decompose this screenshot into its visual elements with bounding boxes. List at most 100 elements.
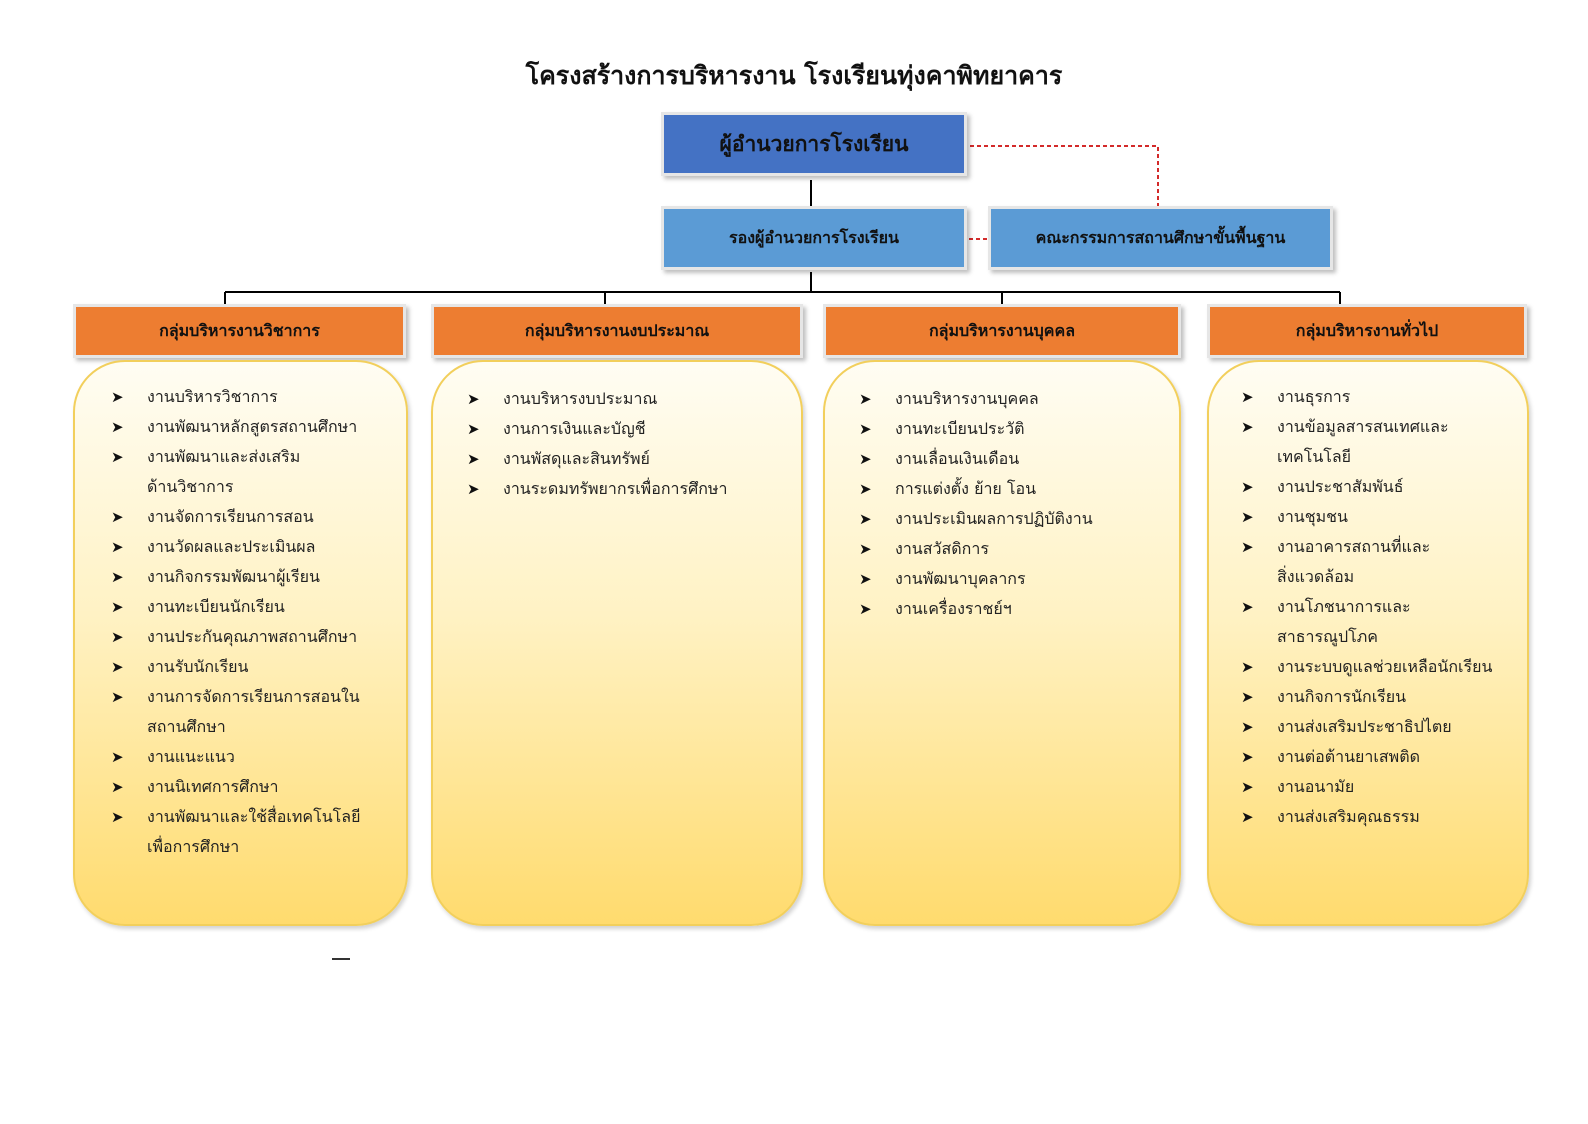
- arrowhead-bullet-icon: ➤: [1241, 418, 1254, 436]
- task-item-text: งานบริหารวิชาการ: [147, 387, 278, 406]
- arrowhead-bullet-icon: ➤: [111, 748, 124, 766]
- group-header-academic: กลุ่มบริหารงานวิชาการ: [73, 304, 406, 358]
- task-item-text: เพื่อการศึกษา: [147, 837, 240, 856]
- group-header-budget: กลุ่มบริหารงานงบประมาณ: [431, 304, 803, 358]
- task-item-text: งานนิเทศการศึกษา: [147, 777, 279, 796]
- arrowhead-bullet-icon: ➤: [859, 420, 872, 438]
- task-item-text: เทคโนโลยี: [1277, 447, 1352, 466]
- group-title: กลุ่มบริหารงานงบประมาณ: [524, 320, 710, 340]
- task-list-general: ➤ งานธุรการ ➤ งานข้อมูลสารสนเทศและเทคโนโลยี…: [1237, 382, 1517, 832]
- task-item: ➤งานทะเบียนนักเรียน: [107, 592, 392, 622]
- arrowhead-bullet-icon: ➤: [1241, 598, 1254, 616]
- task-item: ➤งานอนามัย: [1237, 772, 1517, 802]
- task-item-text: งานบริหารงานบุคคล: [895, 389, 1039, 408]
- task-item: ➤งานกิจกรรมพัฒนาผู้เรียน: [107, 562, 392, 592]
- task-item: ➤ งานการเงินและบัญชี: [463, 414, 787, 444]
- task-item: ➤งานทะเบียนประวัติ: [855, 414, 1165, 444]
- arrowhead-bullet-icon: ➤: [111, 778, 124, 796]
- task-item: ➤งานประชาสัมพันธ์: [1237, 472, 1517, 502]
- task-item-text: การแต่งตั้ง ย้าย โอน: [895, 479, 1037, 498]
- arrowhead-bullet-icon: ➤: [859, 540, 872, 558]
- task-item: ➤ งานโภชนาการและสาธารณูปโภค: [1237, 592, 1517, 652]
- arrowhead-bullet-icon: ➤: [1241, 388, 1254, 406]
- task-item: ➤ การแต่งตั้ง ย้าย โอน: [855, 474, 1165, 504]
- task-item: ➤งานอาคารสถานที่และสิ่งแวดล้อม: [1237, 532, 1517, 592]
- director-label: ผู้อำนวยการโรงเรียน: [719, 131, 909, 156]
- chart-title: โครงสร้างการบริหารงาน โรงเรียนทุ่งคาพิทย…: [525, 61, 1063, 90]
- arrowhead-bullet-icon: ➤: [111, 688, 124, 706]
- arrowhead-bullet-icon: ➤: [1241, 658, 1254, 676]
- school-board-label: คณะกรรมการสถานศึกษาขั้นพื้นฐาน: [1035, 227, 1286, 247]
- task-item: ➤ งานจัดการเรียนการสอน: [107, 502, 392, 532]
- task-item-text: งานต่อต้านยาเสพติด: [1277, 747, 1420, 766]
- task-item-text: งานการจัดการเรียนการสอนใน: [147, 687, 360, 706]
- group-panel-personnel: ➤งานบริหารงานบุคคล➤งานทะเบียนประวัติ➤งาน…: [823, 360, 1181, 926]
- task-item: ➤ งานประเมินผลการปฏิบัติงาน: [855, 504, 1165, 534]
- task-item-text: งานรับนักเรียน: [147, 657, 249, 676]
- task-item-text: งานเลื่อนเงินเดือน: [895, 449, 1020, 468]
- task-item-text: งานการเงินและบัญชี: [503, 419, 646, 438]
- task-item: ➤งานกิจการนักเรียน: [1237, 682, 1517, 712]
- arrowhead-bullet-icon: ➤: [859, 570, 872, 588]
- task-item-text: งานวัดผลและประเมินผล: [147, 537, 316, 556]
- task-item: ➤งานระดมทรัพยากรเพื่อการศึกษา: [463, 474, 787, 504]
- arrowhead-bullet-icon: ➤: [111, 538, 124, 556]
- task-item-text: งานกิจการนักเรียน: [1277, 687, 1407, 706]
- task-item-text: งานส่งเสริมประชาธิปไตย: [1277, 717, 1452, 736]
- stray-dash-mark: [332, 958, 350, 960]
- arrowhead-bullet-icon: ➤: [859, 480, 872, 498]
- task-item: ➤งานแนะแนว: [107, 742, 392, 772]
- task-item-text: งานอนามัย: [1277, 777, 1355, 796]
- group-header-general: กลุ่มบริหารงานทั่วไป: [1207, 304, 1527, 358]
- task-item: ➤งานประกันคุณภาพสถานศึกษา: [107, 622, 392, 652]
- arrowhead-bullet-icon: ➤: [111, 388, 124, 406]
- arrowhead-bullet-icon: ➤: [1241, 808, 1254, 826]
- task-item: ➤ งานพัฒนาบุคลากร: [855, 564, 1165, 594]
- arrowhead-bullet-icon: ➤: [111, 598, 124, 616]
- arrowhead-bullet-icon: ➤: [859, 390, 872, 408]
- group-panel-general: ➤ งานธุรการ ➤ งานข้อมูลสารสนเทศและเทคโนโลยี…: [1207, 360, 1529, 926]
- arrowhead-bullet-icon: ➤: [859, 510, 872, 528]
- task-item-text: งานประกันคุณภาพสถานศึกษา: [147, 627, 358, 646]
- task-item: ➤ งานระบบดูแลช่วยเหลือนักเรียน: [1237, 652, 1517, 682]
- task-item-text: สิ่งแวดล้อม: [1277, 567, 1355, 586]
- deputy-director-box: รองผู้อำนวยการโรงเรียน: [661, 206, 967, 270]
- task-list-budget: ➤งานบริหารงบประมาณ➤งานการเงินและบัญชี➤งา…: [463, 384, 787, 504]
- arrowhead-bullet-icon: ➤: [467, 480, 480, 498]
- group-title: กลุ่มบริหารงานทั่วไป: [1295, 320, 1439, 340]
- task-item-text: ด้านวิชาการ: [147, 477, 234, 496]
- task-item: ➤ งานส่งเสริมประชาธิปไตย: [1237, 712, 1517, 742]
- arrowhead-bullet-icon: ➤: [467, 420, 480, 438]
- arrowhead-bullet-icon: ➤: [111, 568, 124, 586]
- task-item: ➤ งานนิเทศการศึกษา: [107, 772, 392, 802]
- task-item-text: งานระบบดูแลช่วยเหลือนักเรียน: [1277, 657, 1493, 676]
- task-item-text: งานจัดการเรียนการสอน: [147, 507, 314, 526]
- arrowhead-bullet-icon: ➤: [1241, 718, 1254, 736]
- task-item-text: งานบริหารงบประมาณ: [503, 389, 658, 408]
- task-item: ➤งานเครื่องราชย์ฯ: [855, 594, 1165, 624]
- arrowhead-bullet-icon: ➤: [1241, 538, 1254, 556]
- task-item-text: งานชุมชน: [1277, 507, 1348, 526]
- school-board-box: คณะกรรมการสถานศึกษาขั้นพื้นฐาน: [988, 206, 1333, 270]
- arrowhead-bullet-icon: ➤: [111, 418, 124, 436]
- task-item-text: งานข้อมูลสารสนเทศและ: [1277, 417, 1449, 436]
- task-item: ➤งานพัฒนาและใช้สื่อเทคโนโลยีเพื่อการศึกษ…: [107, 802, 392, 862]
- task-item: ➤งานพัฒนาหลักสูตรสถานศึกษา: [107, 412, 392, 442]
- group-title: กลุ่มบริหารงานบุคคล: [928, 320, 1075, 340]
- task-item-text: สถานศึกษา: [147, 717, 226, 736]
- task-item: ➤งานบริหารงบประมาณ: [463, 384, 787, 414]
- task-item: ➤งานเลื่อนเงินเดือน: [855, 444, 1165, 474]
- group-panel-academic: ➤ งานบริหารวิชาการ ➤งานพัฒนาหลักสูตรสถานศึ…: [73, 360, 408, 926]
- task-item-text: งานโภชนาการและ: [1277, 597, 1411, 616]
- arrowhead-bullet-icon: ➤: [111, 448, 124, 466]
- task-item-text: งานเครื่องราชย์ฯ: [895, 599, 1012, 618]
- arrowhead-bullet-icon: ➤: [111, 508, 124, 526]
- task-item-text: งานประเมินผลการปฏิบัติงาน: [895, 509, 1093, 528]
- arrowhead-bullet-icon: ➤: [1241, 748, 1254, 766]
- arrowhead-bullet-icon: ➤: [111, 658, 124, 676]
- task-item-text: งานพัสดุและสินทรัพย์: [503, 449, 650, 468]
- task-item-text: สาธารณูปโภค: [1277, 627, 1378, 646]
- task-item-text: งานพัฒนาบุคลากร: [895, 569, 1026, 588]
- task-item-text: งานธุรการ: [1277, 387, 1351, 406]
- task-item: ➤งานชุมชน: [1237, 502, 1517, 532]
